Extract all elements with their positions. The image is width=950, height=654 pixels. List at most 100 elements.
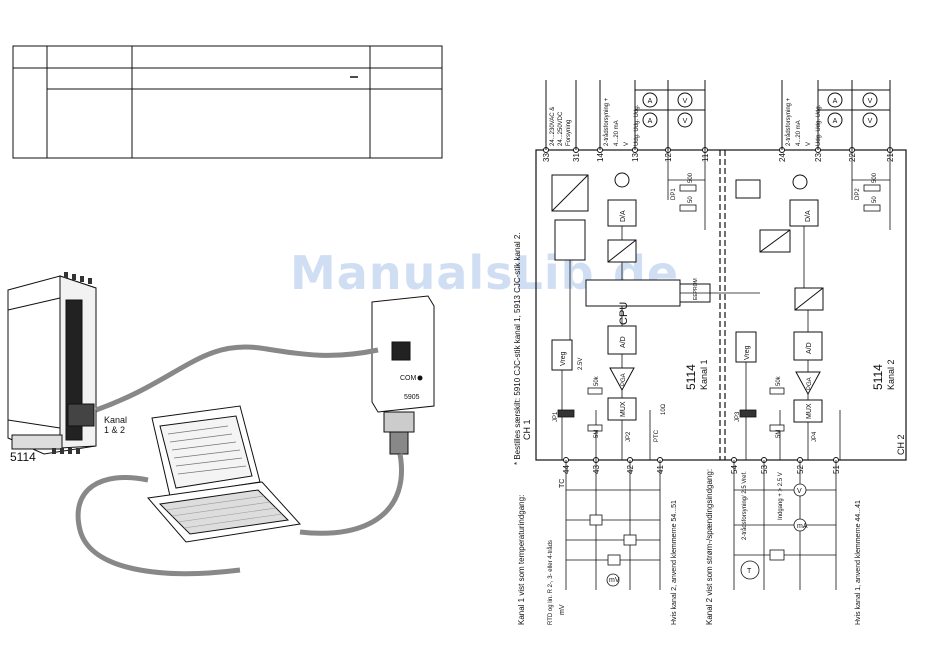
ammeter-icon — [827, 112, 843, 128]
svg-text:V: V — [868, 118, 873, 125]
interface-label: 5905 — [404, 394, 420, 401]
resistor-5m — [587, 424, 603, 432]
ptc-label: PTC — [654, 429, 660, 442]
res5m-label-ch2: 5M — [776, 430, 782, 438]
ch1-mv-label: mV — [559, 604, 566, 615]
terminal-label: 22 — [848, 153, 857, 162]
terminal-label: 53 — [760, 465, 769, 474]
svg-text:V: V — [683, 98, 688, 105]
ch1-tc-label: TC — [559, 479, 566, 488]
rtd-resistor-icon — [623, 534, 637, 546]
kanal1-label: Kanal 1 — [699, 359, 709, 390]
terminal-label: 42 — [626, 465, 635, 474]
resistor-50-ch2 — [863, 204, 881, 212]
ch1-label: CH 1 — [522, 419, 532, 440]
output-label-ch2: 4...20 mA — [796, 120, 802, 146]
res50k-label: 50k — [594, 375, 600, 386]
res500-label-ch2: 500 — [872, 172, 878, 183]
terminal-label: 14 — [596, 153, 605, 162]
ch2-sub: 2-trådsforsyning/ 2.5 Vref. — [741, 471, 748, 540]
terminal-label: 12 — [664, 153, 673, 162]
resistor-50 — [679, 204, 697, 212]
svg-text:mA: mA — [797, 523, 808, 530]
terminal-label: 24 — [778, 153, 787, 162]
terminal-label: 21 — [886, 153, 895, 162]
transistor-icon — [614, 172, 630, 188]
terminal-label: 33 — [542, 153, 551, 162]
output-label-ch2: V — [806, 142, 812, 146]
order-note: * Bestilles særskilt: 5910 CJC-stik kana… — [513, 232, 522, 465]
cpu-label: CPU — [618, 302, 630, 325]
blank-table — [12, 45, 443, 159]
ch2-label: CH 2 — [896, 434, 906, 455]
terminal-label: 43 — [592, 465, 601, 474]
jp2-label: JP2 — [626, 431, 632, 442]
da-label: D/A — [620, 210, 627, 222]
res10-label: 10Ω — [661, 403, 667, 415]
eeprom-label: EEPROM — [693, 278, 699, 300]
mv-source-icon — [606, 573, 620, 587]
vreg-label-ch2: Vreg — [744, 345, 751, 360]
resistor-500 — [679, 184, 697, 192]
svg-text:mV: mV — [609, 577, 620, 584]
resistor-5m-ch2 — [769, 424, 785, 432]
output-label-ch1: V — [624, 142, 630, 146]
res50k-label-ch2: 50k — [776, 375, 782, 386]
terminal-label: 51 — [832, 465, 841, 474]
v25-label: 2.5V — [578, 358, 584, 370]
svg-text:T: T — [747, 568, 752, 575]
jp1-label: JP1 — [553, 411, 559, 422]
potentiometer-icon — [769, 549, 785, 561]
resistor-50k-ch2 — [769, 387, 785, 395]
terminal-label: 13 — [631, 153, 640, 162]
pga-label-ch2: PGA — [807, 377, 813, 390]
current-source-icon — [793, 518, 807, 532]
svg-text:V: V — [797, 488, 802, 495]
output-label-ch2: Udg. Udg. Udg. — [816, 104, 822, 146]
jp4-label: JP4 — [812, 431, 818, 442]
cable-laptop — [299, 453, 404, 536]
dp1-label: DP1 — [671, 188, 677, 200]
device-label-ch2: 5114 — [871, 364, 885, 390]
voltage-source-icon — [793, 483, 807, 497]
svg-text:A: A — [833, 98, 838, 105]
res50-label: 50 — [688, 196, 694, 203]
svg-text:V: V — [683, 118, 688, 125]
ad-label: A/D — [620, 336, 627, 348]
terminal-label: 41 — [656, 465, 665, 474]
interface-com-label: COM — [400, 375, 417, 382]
module-5114 — [7, 272, 97, 455]
output-label-ch1: 2-trådsforsyning + — [603, 97, 610, 146]
terminal-label: 11 — [701, 153, 710, 162]
ch2-bottom-title: Kanal 2 vist som strøm-/spændingsindgang… — [705, 469, 714, 625]
svg-text:A: A — [648, 98, 653, 105]
output-label-ch1: 4...20 mA — [614, 120, 620, 146]
ammeter-icon — [642, 112, 658, 128]
res50-label-ch2: 50 — [872, 196, 878, 203]
dp2-label: DP2 — [855, 188, 861, 200]
vreg-label: Vreg — [560, 351, 567, 366]
output-label-ch1: Udg. Udg. Udg. — [634, 104, 640, 146]
supply-label: 24...250VDC — [558, 111, 564, 146]
voltmeter-icon — [677, 112, 693, 128]
ch2-note: Hvis kanal 1, anvend klemmerne 44...41 — [855, 500, 862, 625]
terminal-label: 31 — [572, 153, 581, 162]
ch1-bottom-title: Kanal 1 vist som temperaturindgang: — [517, 495, 526, 625]
jumper-jp1 — [557, 409, 575, 418]
ammeter-icon — [642, 92, 658, 108]
terminal-label: 52 — [796, 465, 805, 474]
coil-icon-ch2 — [735, 179, 761, 199]
terminal-label: 54 — [730, 465, 739, 474]
bottom-terminals: 44 43 42 41 54 53 52 51 — [562, 457, 841, 474]
svg-text:A: A — [648, 118, 653, 125]
laptop-icon — [147, 405, 301, 543]
resistor-50k — [587, 387, 603, 395]
res5m-label: 5M — [594, 430, 600, 438]
supply-label: 24...230VAC & — [550, 107, 556, 146]
interface-5905 — [371, 295, 435, 455]
module-label: 5114 — [10, 450, 36, 464]
rtd-resistor-icon — [589, 514, 603, 526]
terminal-label: 44 — [562, 465, 571, 474]
ch1-bottom-sub: RTD og lin. R 2-, 3- eller 4-tråds — [547, 540, 554, 625]
schematic-enclosure — [535, 149, 907, 461]
